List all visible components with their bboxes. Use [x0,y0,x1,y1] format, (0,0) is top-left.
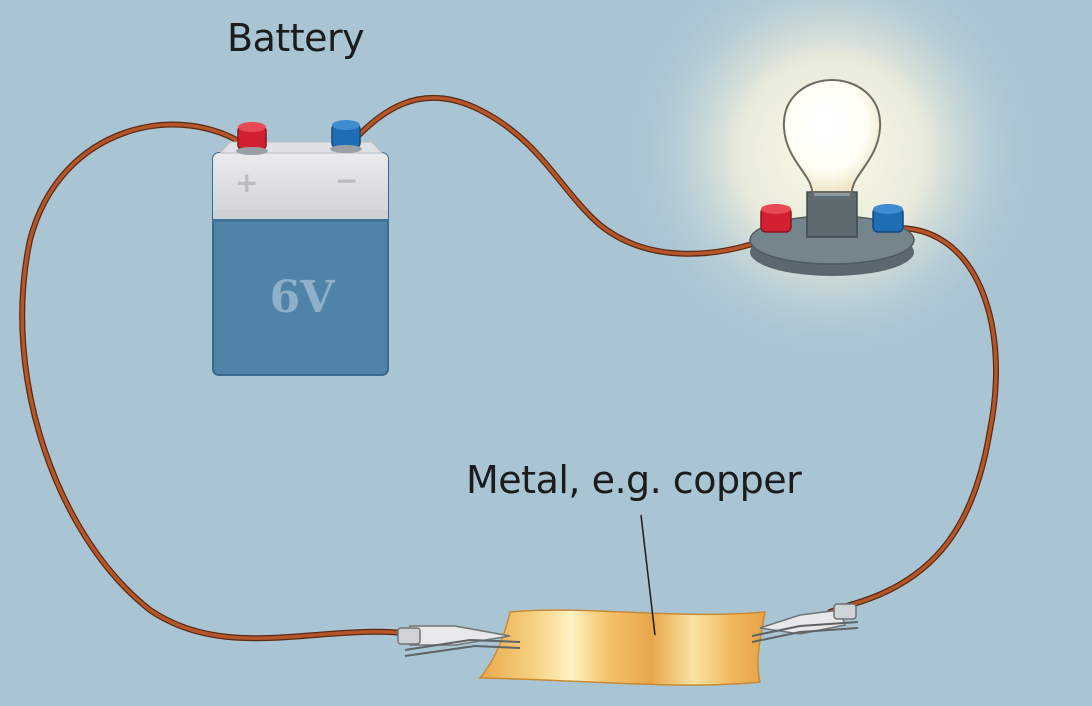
bulb-positive-terminal [760,204,792,233]
right-alligator-clip [751,603,859,643]
battery-top-band [213,153,388,219]
metal-label: Metal, e.g. copper [466,458,802,502]
bulb-negative-terminal [872,204,904,233]
battery [212,120,389,376]
metal-pointer-line [640,514,656,636]
negative-sign: − [335,164,359,197]
wires [19,94,999,642]
positive-terminal [236,122,268,155]
positive-sign: + [235,166,259,199]
light-bulb [749,78,915,276]
bulb-glass [782,78,882,193]
bulb-socket [806,191,858,238]
battery-voltage: 6V [269,272,335,323]
battery-label: Battery [227,16,365,60]
left-alligator-clip [397,625,521,657]
negative-terminal [330,120,362,153]
copper-strip [478,609,766,686]
